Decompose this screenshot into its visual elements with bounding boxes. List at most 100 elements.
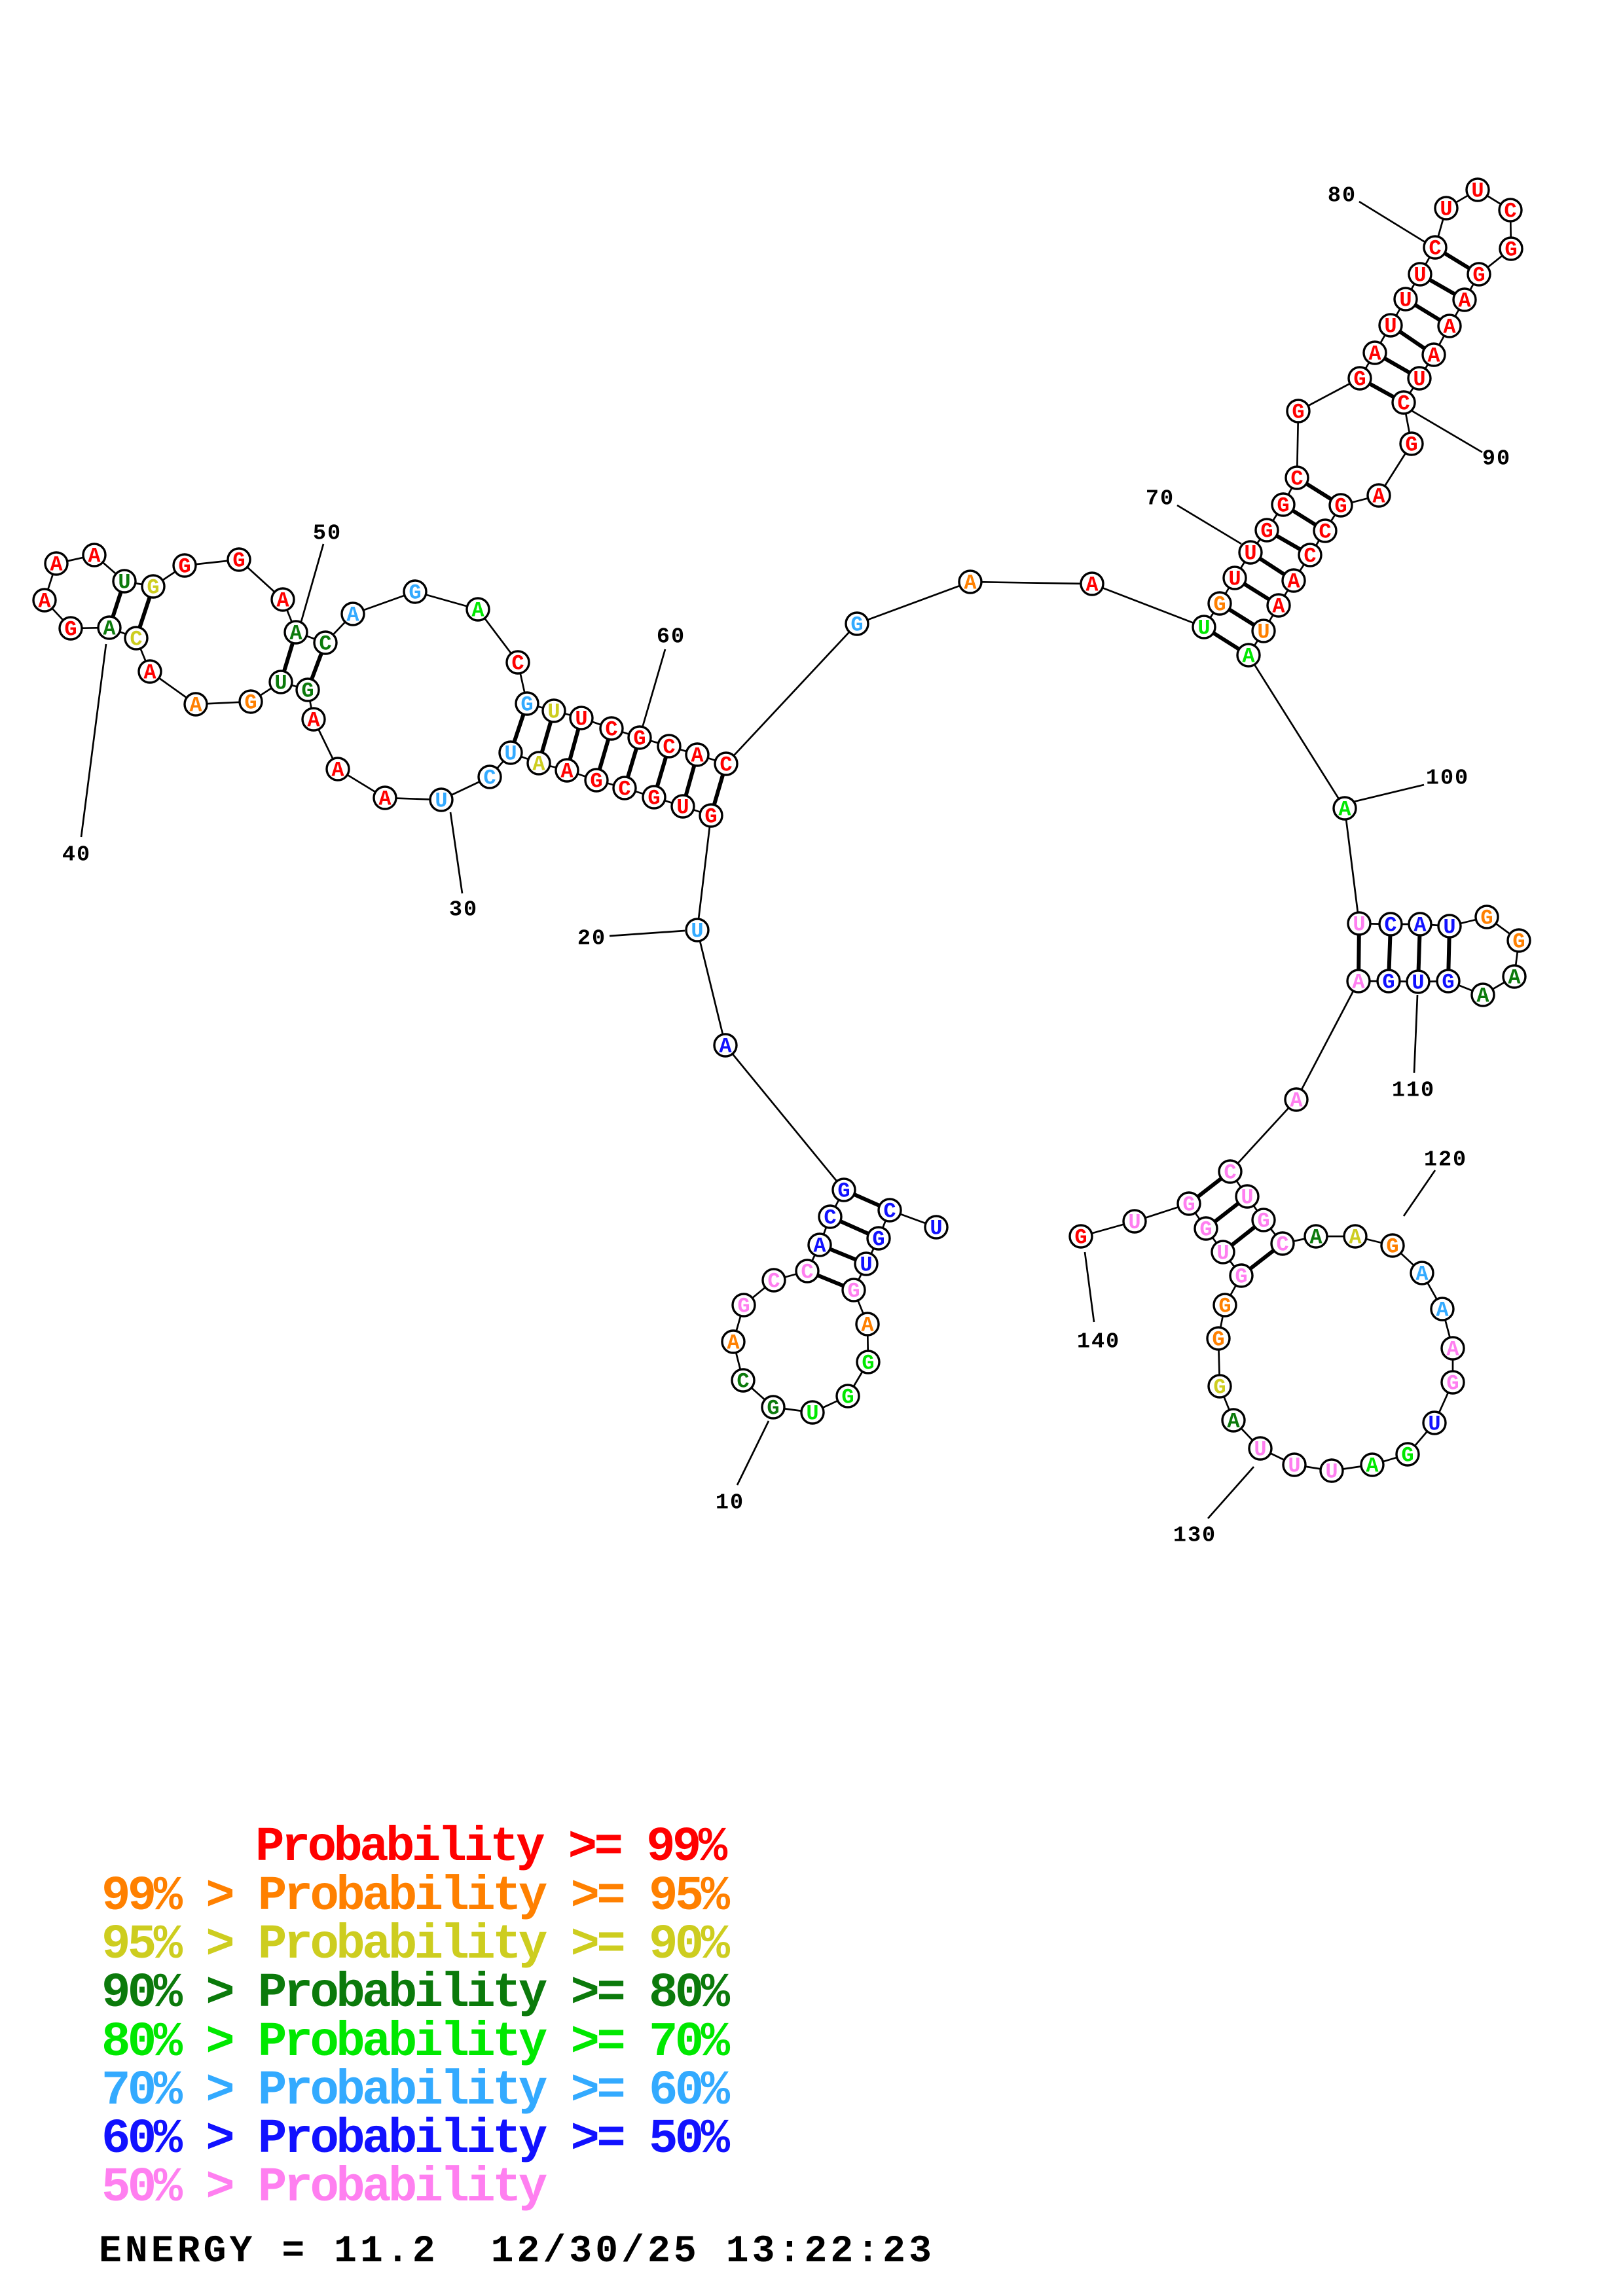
svg-text:U: U bbox=[1413, 368, 1425, 392]
svg-text:C: C bbox=[319, 632, 331, 656]
svg-text:A: A bbox=[1508, 966, 1521, 990]
svg-text:50% > Probability: 50% > Probability bbox=[101, 2161, 547, 2215]
svg-text:C: C bbox=[130, 628, 142, 652]
svg-text:C: C bbox=[737, 1370, 749, 1394]
svg-text:A: A bbox=[1443, 315, 1456, 340]
svg-text:A: A bbox=[88, 545, 101, 569]
svg-text:G: G bbox=[1401, 1444, 1413, 1468]
svg-text:A: A bbox=[861, 1314, 874, 1338]
svg-text:A: A bbox=[1309, 1226, 1322, 1250]
svg-text:U: U bbox=[1241, 1186, 1253, 1210]
svg-text:G: G bbox=[1199, 1218, 1212, 1242]
svg-text:A: A bbox=[331, 759, 344, 783]
svg-text:C: C bbox=[1429, 237, 1441, 261]
svg-text:U: U bbox=[1257, 620, 1269, 645]
svg-text:G: G bbox=[1074, 1226, 1087, 1250]
svg-text:U: U bbox=[930, 1217, 942, 1241]
svg-text:A: A bbox=[1458, 289, 1471, 314]
svg-text:A: A bbox=[1290, 1089, 1303, 1113]
svg-text:A: A bbox=[346, 603, 359, 628]
svg-text:40: 40 bbox=[62, 843, 91, 868]
svg-text:U: U bbox=[1353, 913, 1365, 937]
svg-text:C: C bbox=[1304, 545, 1316, 569]
svg-text:C: C bbox=[483, 766, 496, 791]
svg-text:110: 110 bbox=[1392, 1079, 1435, 1103]
svg-text:U: U bbox=[274, 672, 287, 696]
svg-text:C: C bbox=[720, 753, 732, 778]
svg-text:G: G bbox=[1292, 401, 1304, 425]
svg-text:U: U bbox=[1216, 1242, 1229, 1266]
svg-text:C: C bbox=[618, 778, 630, 802]
svg-text:U: U bbox=[806, 1402, 818, 1426]
svg-text:A: A bbox=[1366, 1454, 1379, 1479]
svg-text:U: U bbox=[1228, 567, 1241, 592]
svg-text:A: A bbox=[560, 760, 574, 784]
svg-text:U: U bbox=[547, 700, 560, 725]
svg-text:A: A bbox=[813, 1234, 826, 1259]
svg-text:A: A bbox=[289, 622, 302, 646]
svg-text:A: A bbox=[727, 1331, 740, 1355]
svg-text:U: U bbox=[1244, 542, 1256, 566]
svg-text:C: C bbox=[511, 652, 524, 676]
svg-text:G: G bbox=[1182, 1193, 1195, 1217]
svg-text:50: 50 bbox=[313, 522, 342, 547]
svg-text:A: A bbox=[1287, 570, 1300, 594]
svg-text:U: U bbox=[1399, 289, 1412, 313]
svg-text:G: G bbox=[872, 1228, 884, 1252]
svg-text:ENERGY = 11.2 12/30/25 13:22:: ENERGY = 11.2 12/30/25 13:22:23 bbox=[99, 2231, 935, 2273]
svg-text:C: C bbox=[1224, 1161, 1236, 1185]
svg-text:100: 100 bbox=[1426, 766, 1469, 791]
svg-text:30: 30 bbox=[449, 898, 478, 923]
svg-text:A: A bbox=[964, 571, 977, 596]
svg-text:A: A bbox=[1436, 1299, 1449, 1323]
svg-text:G: G bbox=[1277, 494, 1289, 518]
svg-text:90% > Probability >= 80%: 90% > Probability >= 80% bbox=[101, 1966, 731, 2021]
svg-text:U: U bbox=[1197, 617, 1210, 641]
svg-text:G: G bbox=[1213, 1376, 1226, 1400]
svg-text:U: U bbox=[118, 571, 130, 595]
svg-text:G: G bbox=[409, 581, 421, 605]
svg-text:G: G bbox=[1512, 930, 1525, 954]
svg-text:U: U bbox=[676, 796, 689, 820]
svg-text:G: G bbox=[232, 549, 245, 573]
svg-text:A: A bbox=[1427, 344, 1440, 368]
svg-text:A: A bbox=[103, 617, 116, 641]
svg-text:G: G bbox=[1442, 971, 1454, 995]
svg-text:G: G bbox=[520, 693, 533, 717]
svg-text:U: U bbox=[1128, 1211, 1140, 1235]
svg-text:A: A bbox=[471, 599, 484, 623]
svg-text:A: A bbox=[1415, 1263, 1429, 1287]
svg-text:U: U bbox=[1413, 264, 1426, 288]
svg-text:G: G bbox=[837, 1179, 850, 1204]
svg-text:A: A bbox=[38, 590, 51, 614]
svg-text:C: C bbox=[824, 1206, 836, 1230]
svg-text:G: G bbox=[737, 1295, 750, 1319]
svg-text:C: C bbox=[1384, 914, 1396, 938]
svg-text:C: C bbox=[883, 1200, 896, 1224]
svg-text:20: 20 bbox=[577, 927, 606, 952]
svg-text:U: U bbox=[1288, 1454, 1300, 1479]
svg-text:G: G bbox=[1504, 238, 1517, 262]
svg-text:90: 90 bbox=[1482, 447, 1511, 472]
svg-text:70: 70 bbox=[1146, 487, 1175, 512]
svg-text:G: G bbox=[1386, 1235, 1398, 1259]
svg-text:G: G bbox=[767, 1397, 779, 1421]
svg-text:130: 130 bbox=[1173, 1524, 1216, 1549]
svg-text:G: G bbox=[1446, 1372, 1459, 1396]
svg-text:G: G bbox=[1405, 433, 1417, 457]
svg-text:A: A bbox=[1368, 342, 1381, 367]
svg-text:G: G bbox=[647, 787, 660, 811]
svg-text:80% > Probability >= 70%: 80% > Probability >= 70% bbox=[101, 2015, 731, 2070]
svg-text:A: A bbox=[691, 744, 704, 768]
svg-text:G: G bbox=[1353, 368, 1366, 392]
svg-text:U: U bbox=[575, 708, 587, 732]
svg-text:Probability >= 99%: Probability >= 99% bbox=[255, 1820, 728, 1875]
svg-text:U: U bbox=[1384, 315, 1396, 339]
svg-text:G: G bbox=[1218, 1295, 1231, 1319]
svg-text:A: A bbox=[189, 694, 202, 718]
svg-text:A: A bbox=[1476, 984, 1489, 1009]
svg-text:A: A bbox=[276, 589, 289, 613]
svg-text:G: G bbox=[590, 770, 602, 794]
svg-text:A: A bbox=[1227, 1410, 1240, 1434]
svg-text:U: U bbox=[1443, 916, 1455, 940]
